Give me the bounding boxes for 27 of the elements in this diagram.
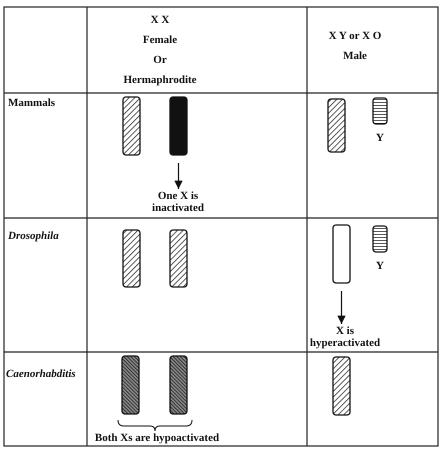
arrow <box>337 291 346 324</box>
note-text: X is hyperactivated <box>308 325 382 349</box>
arrow <box>174 163 183 189</box>
row-header: Drosophila <box>8 230 60 242</box>
chromosome-bar <box>169 229 188 288</box>
column-header: X X <box>150 14 170 26</box>
column-header: X Y or X O <box>328 30 382 42</box>
column-header: Hermaphrodite <box>122 74 198 86</box>
chromosome-bar <box>332 356 351 416</box>
chromosome-bar <box>169 355 188 415</box>
chromosome-bar <box>372 97 388 125</box>
chromosome-bar <box>121 355 140 415</box>
column-header: Male <box>342 50 368 62</box>
row-header: Mammals <box>8 97 56 109</box>
chromosome-bar <box>122 229 141 288</box>
row-header: Caenorhabditis <box>6 368 77 380</box>
chromosome-label: Y <box>375 260 385 272</box>
chromosome-bar <box>169 96 188 156</box>
chromosome-bar <box>327 98 346 153</box>
chromosome-bar <box>372 225 388 253</box>
column-header: Female <box>142 34 178 46</box>
chromosome-bar <box>332 224 351 284</box>
note-text: Both Xs are hypoactivated <box>94 432 220 444</box>
column-header: Or <box>152 54 168 66</box>
chromosome-label: Y <box>375 132 385 144</box>
chromosome-bar <box>122 96 141 156</box>
note-text: One X is inactivated <box>151 190 205 214</box>
